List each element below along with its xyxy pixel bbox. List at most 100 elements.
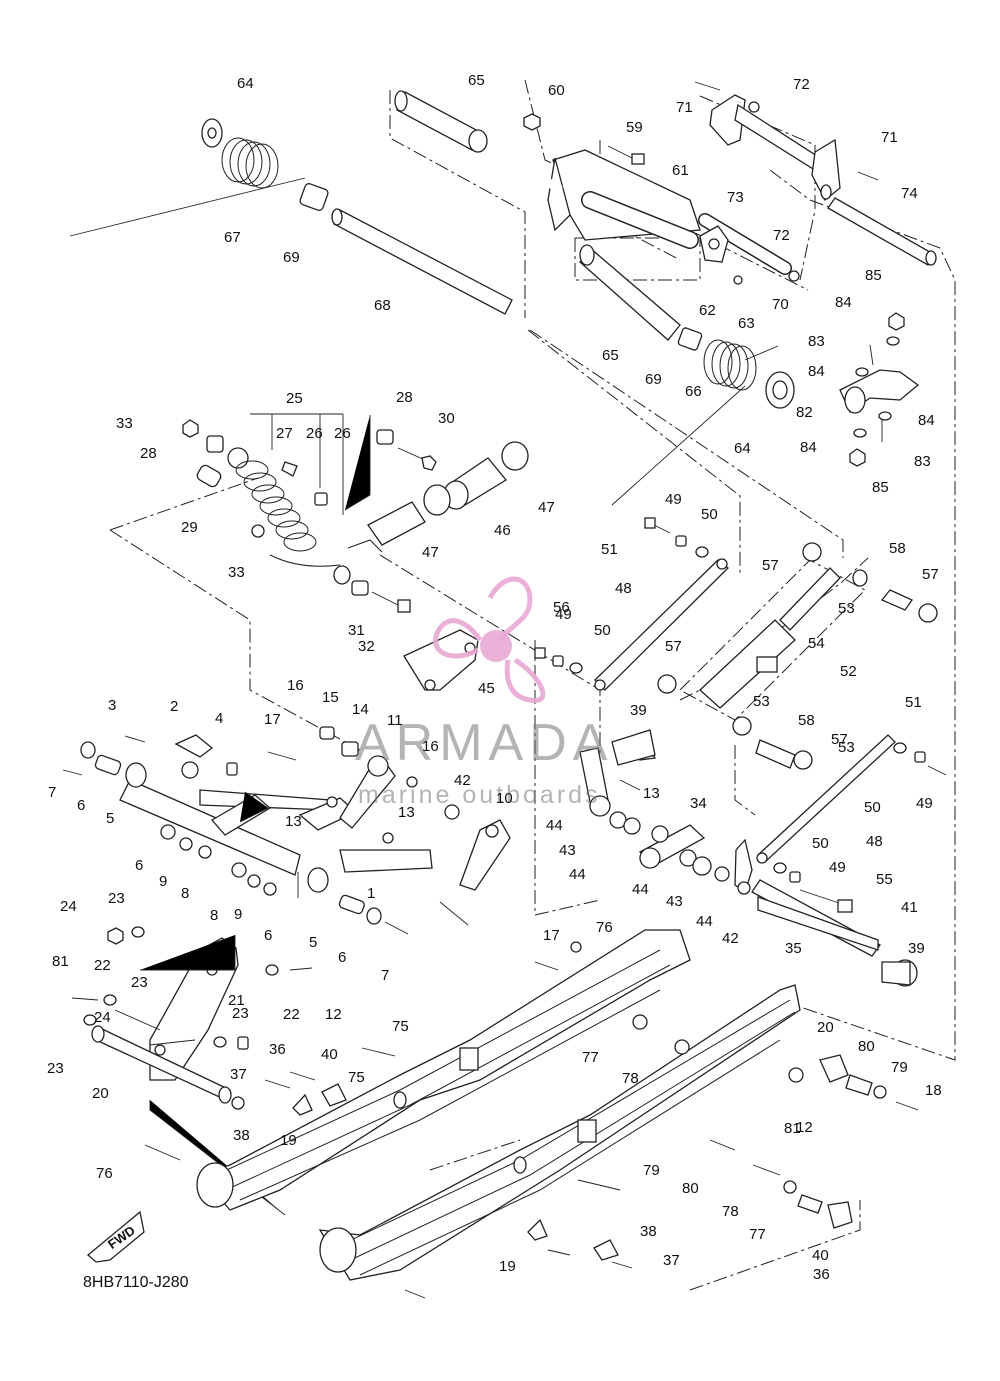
callout-3: 3 [108, 697, 116, 714]
callout-16: 16 [287, 677, 304, 694]
rear-arm-bracket [487, 145, 792, 275]
reservoir-46-47 [347, 441, 529, 553]
callout-21: 21 [228, 992, 245, 1009]
watermark-tagline: marine outboards [358, 781, 601, 809]
callout-33: 33 [116, 415, 133, 432]
callout-46: 46 [494, 522, 511, 539]
shaft-65-mid [579, 244, 681, 341]
callout-36: 36 [269, 1041, 286, 1058]
callout-83: 83 [808, 333, 825, 350]
callout-17: 17 [543, 927, 560, 944]
callout-13: 13 [285, 813, 302, 830]
callout-37: 37 [230, 1066, 247, 1083]
shaft-68 [331, 208, 513, 315]
callout-49: 49 [665, 491, 682, 508]
callout-5: 5 [106, 810, 114, 827]
callout-48: 48 [866, 833, 883, 850]
callout-23: 23 [108, 890, 125, 907]
callout-75: 75 [392, 1018, 409, 1035]
front-arm-assembly [62, 726, 511, 935]
watermark-logo-icon [433, 576, 546, 703]
callout-28: 28 [140, 445, 157, 462]
callout-12: 12 [796, 1119, 813, 1136]
callout-85: 85 [865, 267, 882, 284]
slide-rail-right [318, 984, 801, 1281]
callout-63: 63 [738, 315, 755, 332]
callout-68: 68 [374, 297, 391, 314]
callout-84: 84 [808, 363, 825, 380]
callout-9: 9 [234, 906, 242, 923]
callout-42: 42 [454, 772, 471, 789]
callout-50: 50 [864, 799, 881, 816]
callout-27: 27 [276, 425, 293, 442]
callout-71: 71 [676, 99, 693, 116]
callout-6: 6 [135, 857, 143, 874]
rear-arm-21 [71, 926, 313, 1216]
callout-7: 7 [48, 784, 56, 801]
callout-43: 43 [666, 893, 683, 910]
callout-54: 54 [808, 635, 825, 652]
nut-60 [523, 113, 541, 131]
callout-10: 10 [496, 790, 513, 807]
armada-watermark: ARMADA marine outboards [355, 576, 607, 809]
callout-14: 14 [352, 701, 369, 718]
callout-2: 2 [170, 698, 178, 715]
slide-rail-left [196, 929, 691, 1211]
callout-49: 49 [555, 606, 572, 623]
callout-64: 64 [237, 75, 254, 92]
callout-47: 47 [422, 544, 439, 561]
callout-69: 69 [283, 249, 300, 266]
shaft-65-top [394, 90, 488, 153]
callout-82: 82 [796, 404, 813, 421]
callout-56: 56 [553, 599, 570, 616]
cam-82-hardware [839, 312, 920, 467]
callout-40: 40 [321, 1046, 338, 1063]
bracket-lines-25 [250, 413, 371, 515]
callout-20: 20 [92, 1085, 109, 1102]
callout-84: 84 [918, 412, 935, 429]
callout-44: 44 [632, 881, 649, 898]
callout-18: 18 [925, 1082, 942, 1099]
callout-80: 80 [682, 1180, 699, 1197]
callout-34: 34 [690, 795, 707, 812]
callout-38: 38 [233, 1127, 250, 1144]
callout-6: 6 [77, 797, 85, 814]
callout-48: 48 [615, 580, 632, 597]
callout-64: 64 [734, 440, 751, 457]
callout-78: 78 [722, 1203, 739, 1220]
rear-shock-25 [182, 419, 351, 585]
callout-28: 28 [396, 389, 413, 406]
callout-50: 50 [701, 506, 718, 523]
callout-23: 23 [47, 1060, 64, 1077]
callout-50: 50 [812, 835, 829, 852]
callout-53: 53 [838, 600, 855, 617]
callout-79: 79 [891, 1059, 908, 1076]
pivot-plates-71-73 [694, 81, 937, 282]
callout-13: 13 [398, 804, 415, 821]
callout-47: 47 [538, 499, 555, 516]
callout-79: 79 [643, 1162, 660, 1179]
callout-60: 60 [548, 82, 565, 99]
callout-24: 24 [60, 898, 77, 915]
callout-77: 77 [582, 1049, 599, 1066]
link-rod-48-lower [756, 734, 896, 864]
callout-24: 24 [94, 1009, 111, 1026]
callout-57: 57 [665, 638, 682, 655]
callout-17: 17 [264, 711, 281, 728]
bushing-62 [699, 225, 743, 285]
callout-65: 65 [602, 347, 619, 364]
callout-36: 36 [813, 1266, 830, 1283]
callout-26: 26 [334, 425, 351, 442]
callout-65: 65 [468, 72, 485, 89]
callout-49: 49 [916, 795, 933, 812]
callout-23: 23 [131, 974, 148, 991]
callout-33: 33 [228, 564, 245, 581]
callout-1: 1 [367, 885, 375, 902]
callout-72: 72 [773, 227, 790, 244]
callout-22: 22 [94, 957, 111, 974]
callout-83: 83 [914, 453, 931, 470]
fwd-arrow-icon: FWD [86, 1210, 145, 1263]
callout-70: 70 [772, 296, 789, 313]
